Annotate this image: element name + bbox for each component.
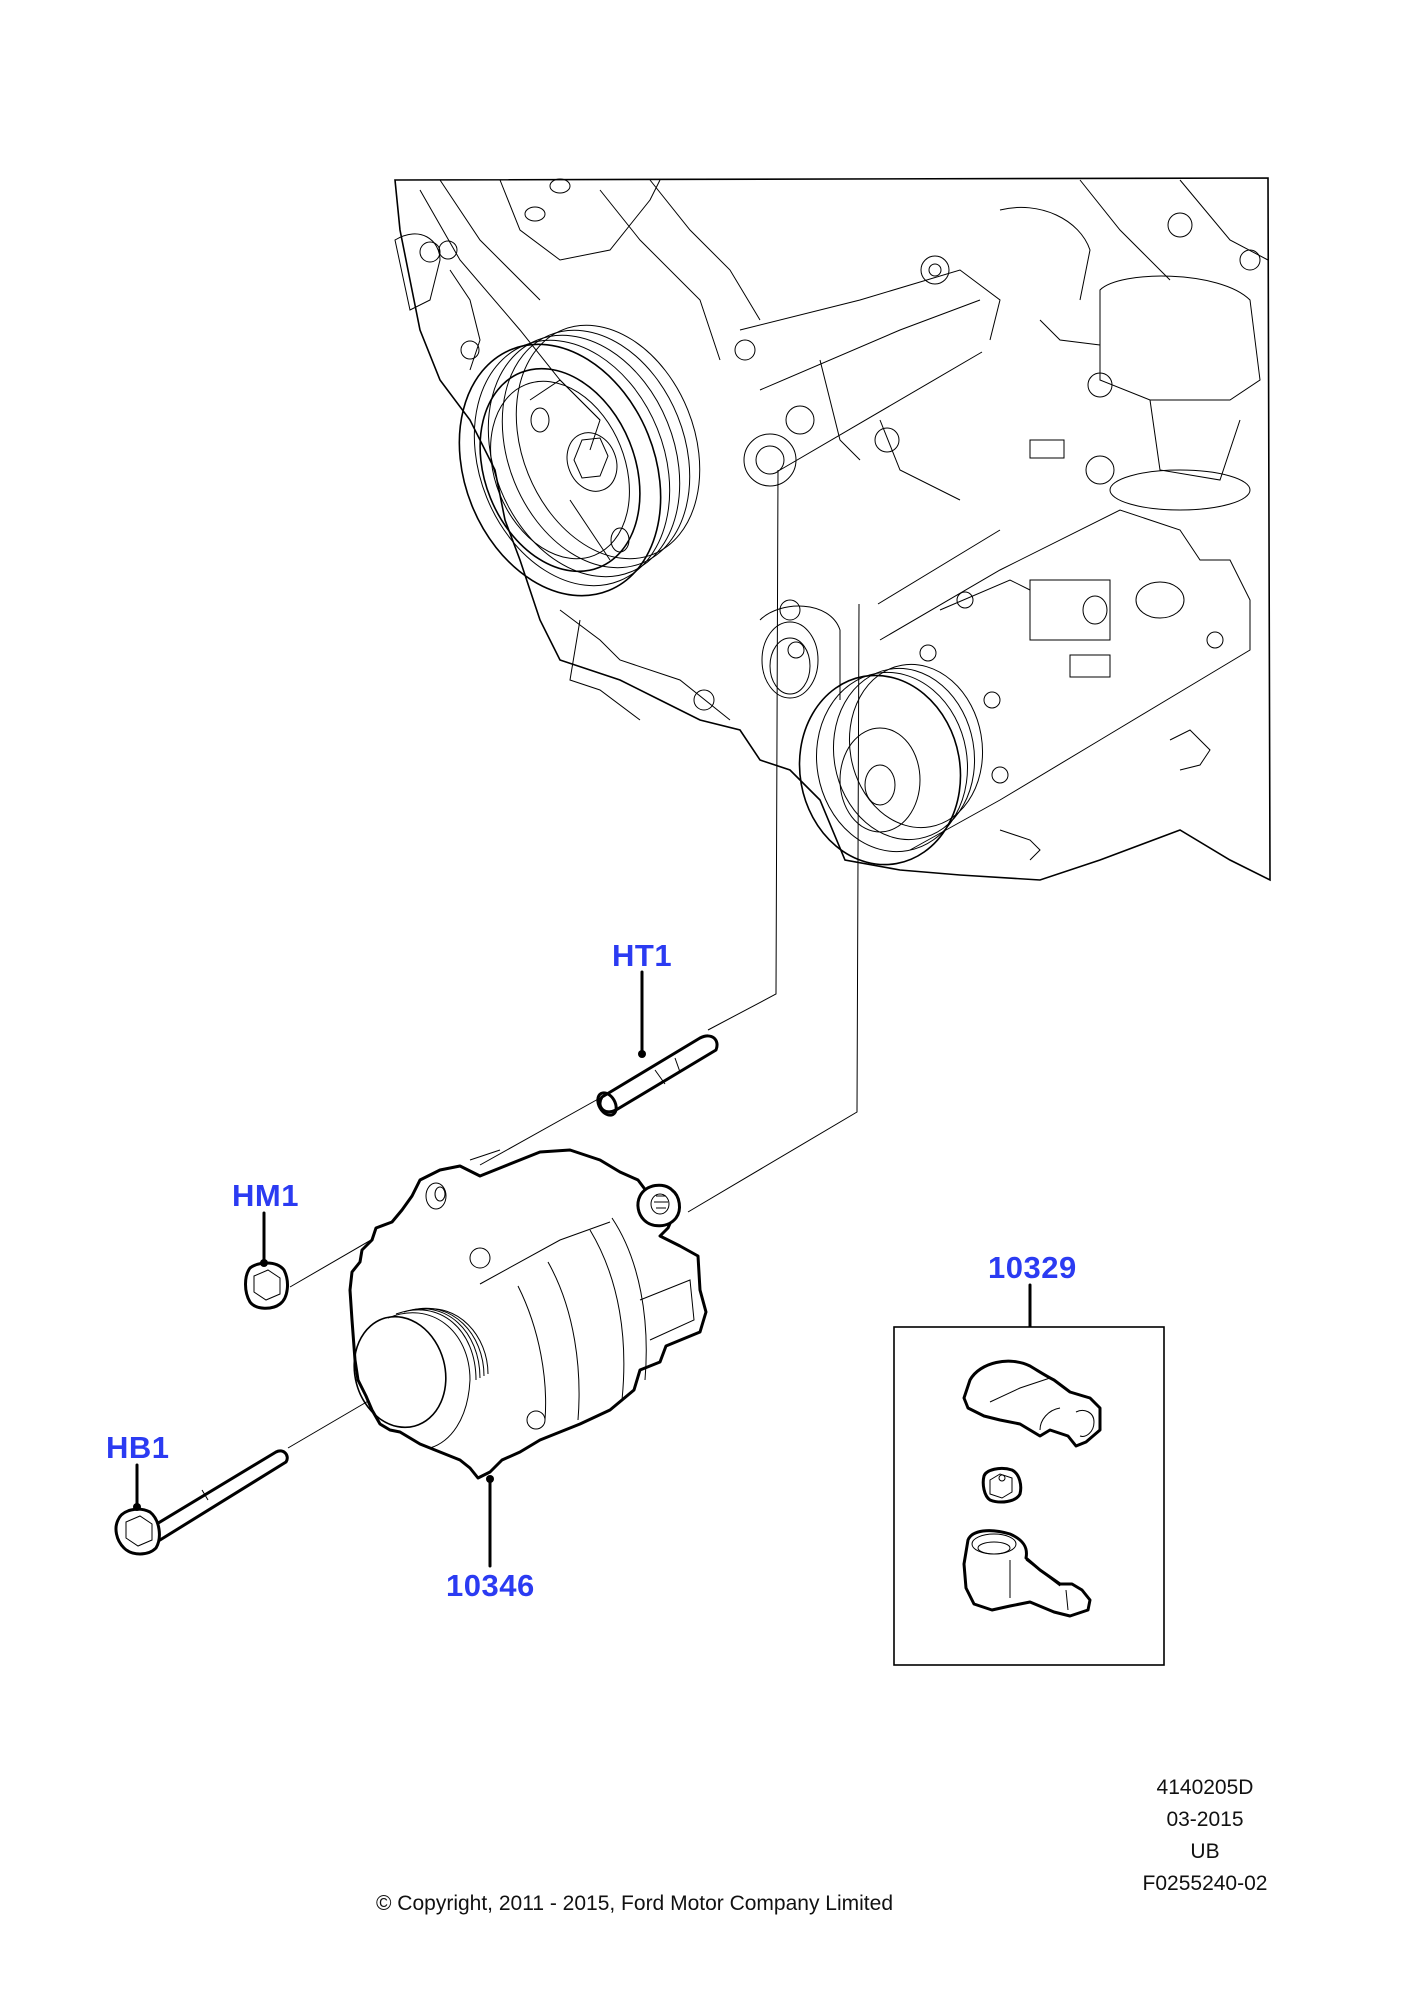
figure-region: UB [1190, 1840, 1220, 1863]
alternator-10346 [348, 1148, 708, 1568]
bolt-hb1 [114, 1449, 289, 1556]
terminal-kit-10329 [893, 1283, 1165, 1666]
engine-assembly [394, 177, 1271, 882]
ac-compressor [798, 509, 1251, 866]
callout-label-hb1[interactable]: HB1 [106, 1430, 170, 1465]
stud-ht1 [596, 970, 719, 1117]
callout-label-10329[interactable]: 10329 [988, 1250, 1077, 1285]
callout-label-ht1[interactable]: HT1 [612, 938, 673, 973]
figure-code: 4140205D [1156, 1776, 1254, 1799]
copyright-notice: © Copyright, 2011 - 2015, Ford Motor Com… [376, 1892, 893, 1915]
nut-hm1 [244, 1211, 289, 1310]
callout-label-hm1[interactable]: HM1 [232, 1178, 299, 1213]
battery-terminal-stud [636, 1183, 681, 1228]
crankshaft-pulley [458, 324, 701, 597]
callout-label-10346[interactable]: 10346 [446, 1568, 535, 1603]
figure-id: F0255240-02 [1142, 1872, 1268, 1895]
figure-date: 03-2015 [1166, 1808, 1244, 1831]
